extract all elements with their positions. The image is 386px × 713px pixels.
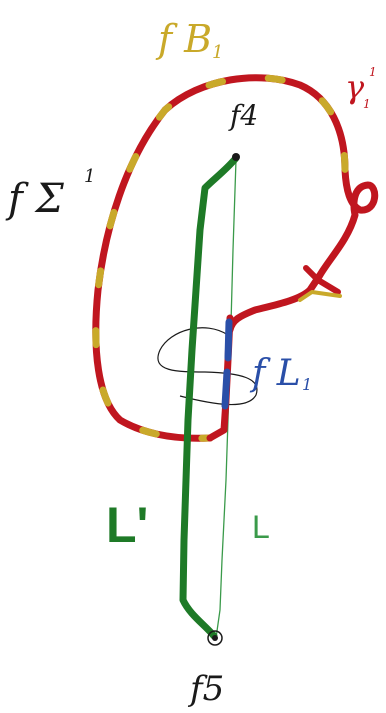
endpoint-f4-dot <box>232 153 240 161</box>
label-L: L <box>252 509 270 545</box>
label-fB1: f B <box>155 17 212 61</box>
label-f5: f5 <box>187 669 224 709</box>
label-fB1-sub: 1 <box>212 42 223 63</box>
label-fSigma1-sup: 1 <box>84 166 95 187</box>
label-gamma1-sub: 1 <box>363 97 371 111</box>
label-fSigma1: f Σ <box>5 176 65 222</box>
label-fL1: f L <box>249 353 301 394</box>
label-gamma1-sup: 1 <box>369 65 377 79</box>
label-f4: f4 <box>228 99 258 132</box>
label-gamma1: γ <box>345 68 365 106</box>
label-fL1-sub: 1 <box>302 375 312 394</box>
endpoint-f5-dot <box>212 635 218 641</box>
segment-fL1-blue-upper <box>228 322 229 358</box>
label-Lprime: L' <box>106 497 148 553</box>
thin-black-loop <box>158 328 257 405</box>
segment-fL1-blue-lower <box>225 372 227 406</box>
